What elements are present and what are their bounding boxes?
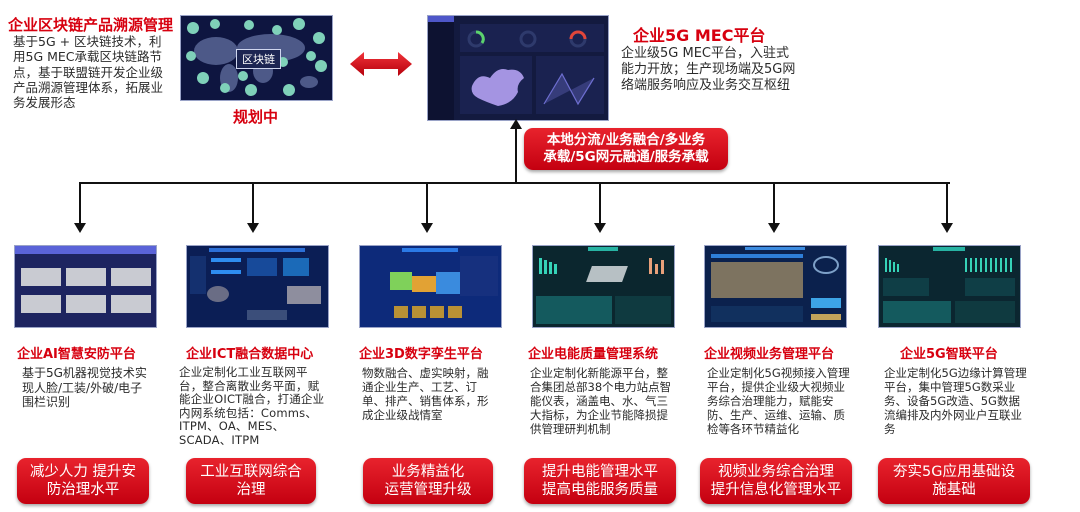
benefit-line: 提高电能服务质量 [542, 482, 658, 498]
digital-twin-screenshot [359, 245, 502, 328]
platform-3-description: 物数融合、虚实映射，融通企业生产、工艺、订单、排产、销售体系，形成企业级战情室 [362, 366, 489, 423]
capability-line-2: 承载/5G网元融通/服务承载 [543, 149, 709, 165]
arrow-down-icon [768, 223, 780, 233]
benefit-line: 提升信息化管理水平 [710, 482, 842, 498]
benefit-line: 施基础 [932, 482, 976, 498]
ai-security-screenshot [14, 245, 157, 328]
arrow-down-icon [594, 223, 606, 233]
platform-4-description: 企业定制化新能源平台，整合集团总部38个电力站点智能仪表，涵盖电、水、气三大指标… [530, 366, 672, 437]
platform-2-description: 企业定制化工业互联网平台，整合离散业务平面，赋能企业OICT融合，打通企业内网系… [179, 365, 325, 447]
capability-line-1: 本地分流/业务融合/多业务 [546, 132, 706, 149]
power-quality-screenshot [532, 245, 675, 328]
china-map-icon [471, 69, 524, 106]
blockchain-description: 基于5G + 区块链技术，利用5G MEC承载区块链路节点，基于联盟链开发企业级… [13, 34, 164, 110]
connector-drop-4 [599, 183, 601, 225]
arrow-up-icon [510, 119, 522, 129]
connector-vertical-main [515, 128, 517, 184]
platform-3-title: 企业3D数字孪生平台 [359, 347, 483, 362]
mec-description: 企业级5G MEC平台，入驻式能力开放；生产现场端及5G网络端服务响应及业务交互… [621, 46, 796, 93]
mec-dashboard-screenshot [427, 15, 609, 121]
benefit-line: 治理 [236, 482, 266, 498]
platform-1-title: 企业AI智慧安防平台 [17, 347, 136, 362]
connector-drop-1 [79, 183, 81, 225]
blockchain-title: 企业区块链产品溯源管理 [8, 16, 174, 34]
platform-2-title: 企业ICT融合数据中心 [186, 347, 314, 362]
double-arrow-icon [350, 52, 412, 76]
arrow-down-icon [74, 223, 86, 233]
ict-datacenter-screenshot [186, 245, 329, 328]
5g-smart-platform-screenshot [878, 245, 1021, 328]
benefit-line: 运营管理升级 [384, 482, 472, 498]
benefit-line: 工业互联网综合 [200, 463, 302, 480]
arrow-down-icon [421, 223, 433, 233]
platform-6-description: 企业定制化5G边缘计算管理平台，集中管理5G数采业务、设备5G改造、5G数据流编… [884, 366, 1027, 437]
benefit-line: 视频业务综合治理 [718, 463, 834, 480]
platform-4-benefit: 提升电能管理水平 提高电能服务质量 [524, 458, 676, 504]
video-management-screenshot [704, 245, 847, 328]
blockchain-image-label: 区块链 [236, 49, 281, 69]
platform-1-description: 基于5G机器视觉技术实现人脸/工装/外破/电子围栏识别 [22, 366, 147, 410]
connector-drop-2 [252, 183, 254, 225]
connector-drop-5 [773, 183, 775, 225]
platform-6-title: 企业5G智联平台 [900, 347, 998, 362]
arrow-down-icon [941, 223, 953, 233]
benefit-line: 减少人力 提升安 [29, 463, 137, 480]
mec-title: 企业5G MEC平台 [633, 26, 766, 45]
mec-capabilities-badge: 本地分流/业务融合/多业务 承载/5G网元融通/服务承载 [524, 128, 728, 170]
benefit-line: 夯实5G应用基础设 [893, 463, 1015, 480]
arrow-down-icon [247, 223, 259, 233]
platform-1-benefit: 减少人力 提升安 防治理水平 [17, 458, 149, 504]
platform-5-title: 企业视频业务管理平台 [704, 347, 835, 362]
benefit-line: 防治理水平 [46, 482, 120, 498]
platform-3-benefit: 业务精益化 运营管理升级 [363, 458, 493, 504]
connector-drop-6 [946, 183, 948, 225]
blockchain-image: 区块链 [180, 15, 333, 101]
benefit-line: 业务精益化 [391, 463, 465, 480]
connector-drop-3 [426, 183, 428, 225]
platform-6-benefit: 夯实5G应用基础设 施基础 [878, 458, 1030, 504]
platform-5-description: 企业定制化5G视频接入管理平台，提供企业级大视频业务综合治理能力，赋能安防、生产… [707, 366, 850, 437]
platform-2-benefit: 工业互联网综合 治理 [186, 458, 316, 504]
platform-4-title: 企业电能质量管理系统 [528, 347, 659, 362]
platform-5-benefit: 视频业务综合治理 提升信息化管理水平 [700, 458, 852, 504]
benefit-line: 提升电能管理水平 [542, 463, 658, 480]
blockchain-status: 规划中 [233, 108, 279, 126]
connector-horizontal-bus [79, 182, 950, 184]
